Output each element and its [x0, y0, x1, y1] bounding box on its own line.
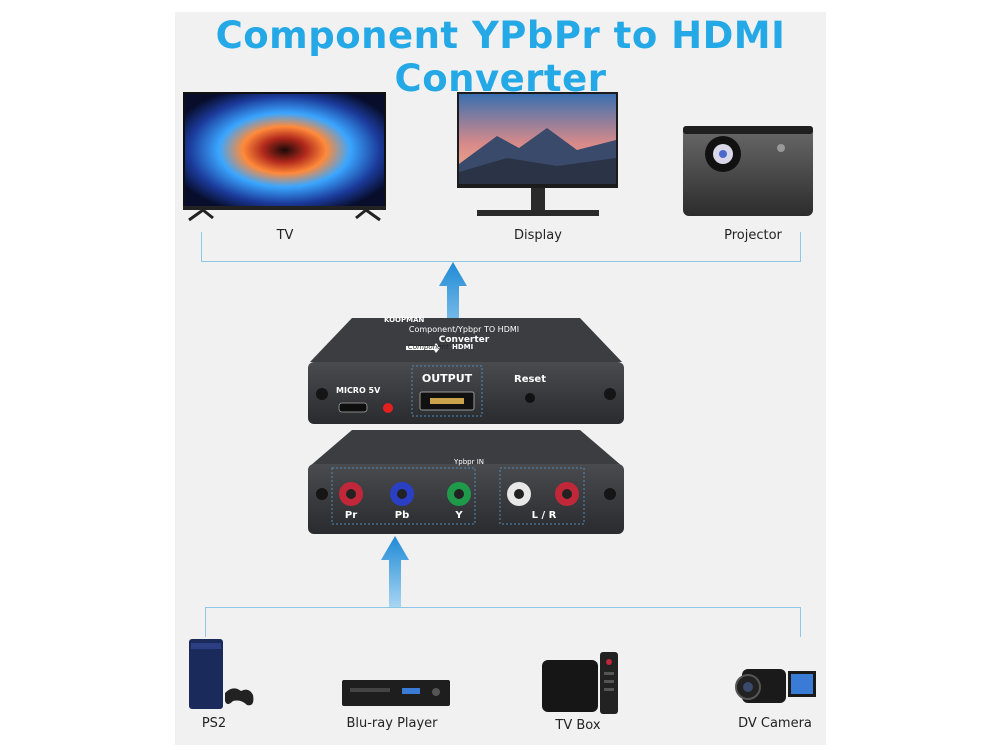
up-arrow-icon	[439, 262, 467, 354]
output-label-tv: TV	[276, 228, 294, 243]
page-title: Component YPbPr to HDMI Converter	[215, 14, 786, 100]
connector-line	[201, 232, 202, 262]
up-arrow-icon	[381, 536, 409, 608]
jack-pb-label: Pb	[395, 510, 410, 521]
connector-line	[201, 261, 801, 262]
jack-pr-label: Pr	[345, 510, 357, 521]
converter-input-labels: Ypbpr IN Pr Pb Y L / R	[345, 458, 557, 521]
monitor-icon	[457, 92, 618, 216]
jack-lr-label: L / R	[532, 510, 557, 521]
input-label-dvcamera: DV Camera	[738, 716, 812, 731]
input-group-label: Ypbpr IN	[453, 458, 484, 466]
jack-y-label: Y	[454, 510, 463, 521]
input-label-tvbox: TV Box	[555, 718, 601, 733]
tv-icon	[183, 92, 386, 222]
connector-line	[800, 232, 801, 262]
brand-label: KOOPMAN	[384, 316, 425, 324]
converter-labels: KOOPMAN Component/Ypbpr TO HDMI Converte…	[336, 316, 546, 395]
micro-port-label: MICRO 5V	[336, 386, 381, 395]
output-label-projector: Projector	[724, 228, 782, 243]
output-port-label: OUTPUT	[422, 372, 473, 385]
projector-icon	[683, 126, 813, 216]
top-line1-label: Component/Ypbpr TO HDMI	[409, 325, 519, 334]
input-label-ps2: PS2	[201, 716, 227, 731]
tv-box-icon	[542, 652, 618, 714]
input-label-bluray: Blu-ray Player	[346, 716, 438, 731]
ps2-console-icon	[189, 639, 254, 709]
signal-from-label: Component	[408, 343, 449, 351]
connector-line	[205, 607, 801, 608]
reset-label: Reset	[514, 374, 546, 385]
output-label-display: Display	[514, 228, 562, 243]
converter-output-side	[308, 318, 624, 424]
bluray-player-icon	[342, 680, 450, 706]
connector-line	[800, 607, 801, 637]
converter-input-side	[308, 430, 624, 534]
camcorder-icon	[735, 669, 816, 703]
connector-line	[205, 607, 206, 637]
signal-to-label: HDMI	[452, 343, 473, 351]
top-line2-label: Converter	[439, 335, 490, 345]
